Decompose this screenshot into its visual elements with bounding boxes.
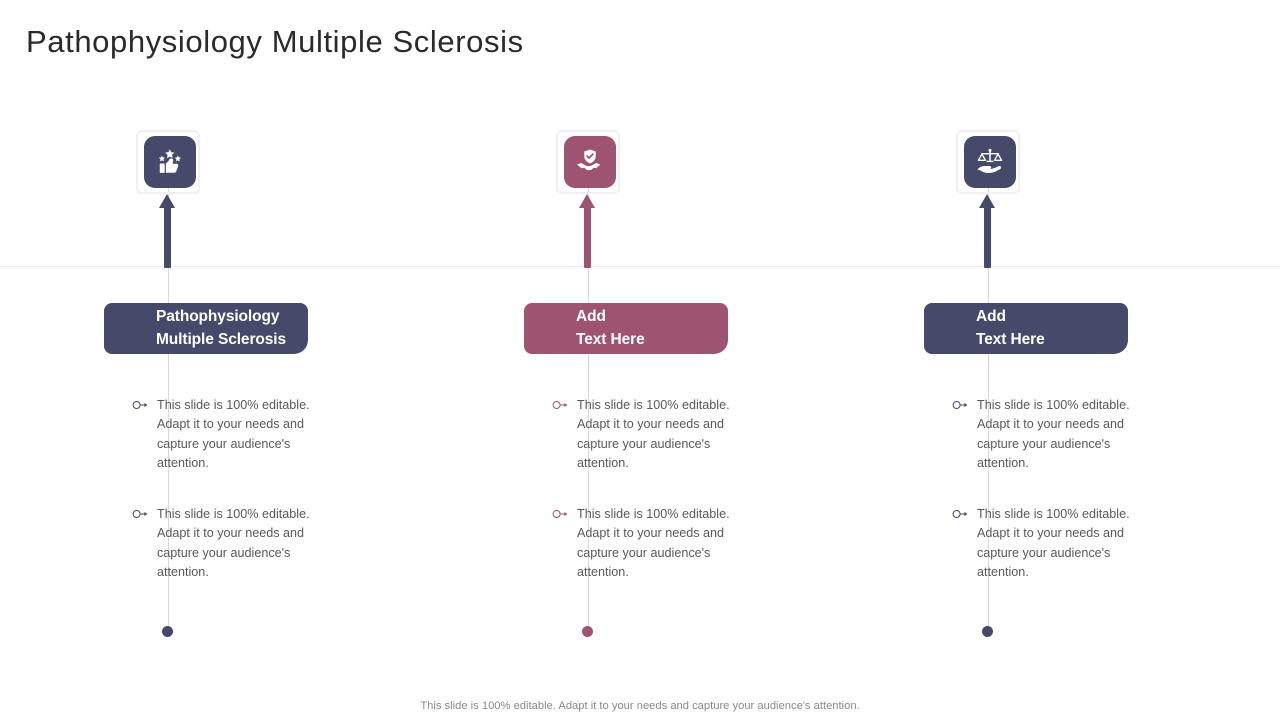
up-arrow-head [159, 194, 175, 208]
horizontal-divider [0, 266, 1280, 267]
timeline-column: Pathophysiology Multiple Sclerosis This … [0, 0, 310, 720]
up-arrow-shaft [584, 206, 591, 268]
list-item-text: This slide is 100% editable. Adapt it to… [577, 507, 730, 579]
page-title: Pathophysiology Multiple Sclerosis [26, 24, 524, 59]
banner-line-1: Add [976, 308, 1006, 326]
timeline-column: Add Text Here This slide is 100% editabl… [388, 0, 730, 720]
up-arrow-shaft [164, 206, 171, 268]
up-arrow-shaft [984, 206, 991, 268]
connector-line [168, 176, 169, 636]
banner-line-2: Text Here [576, 330, 645, 348]
icon-frame [956, 130, 1020, 194]
circle-arrow-bullet-icon [552, 507, 568, 519]
end-dot [582, 626, 593, 637]
end-dot [982, 626, 993, 637]
footer-note: This slide is 100% editable. Adapt it to… [420, 700, 860, 712]
circle-arrow-bullet-icon [552, 398, 568, 410]
up-arrow-head [579, 194, 595, 208]
end-dot [162, 626, 173, 637]
circle-arrow-bullet-icon [952, 507, 968, 519]
list-item-text: This slide is 100% editable. Adapt it to… [977, 398, 1130, 470]
circle-arrow-bullet-icon [952, 398, 968, 410]
banner-line-1: Pathophysiology [156, 308, 280, 326]
connector-line [988, 176, 989, 636]
circle-arrow-bullet-icon [132, 398, 148, 410]
column-banner[interactable]: Add Text Here [924, 303, 1128, 354]
icon-frame [556, 130, 620, 194]
thumbs-up-stars-icon [155, 147, 185, 177]
list-item-text: This slide is 100% editable. Adapt it to… [157, 507, 310, 579]
banner-line-2: Multiple Sclerosis [156, 330, 286, 348]
icon-tile[interactable] [964, 136, 1016, 188]
list-item-text: This slide is 100% editable. Adapt it to… [977, 507, 1130, 579]
list-item-text: This slide is 100% editable. Adapt it to… [157, 398, 310, 470]
column-banner[interactable]: Pathophysiology Multiple Sclerosis [104, 303, 308, 354]
hand-balance-scales-icon [975, 147, 1005, 177]
icon-tile[interactable] [564, 136, 616, 188]
banner-line-1: Add [576, 308, 606, 326]
list-item-text: This slide is 100% editable. Adapt it to… [577, 398, 730, 470]
connector-line [588, 176, 589, 636]
timeline-column: Add Text Here This slide is 100% editabl… [788, 0, 1130, 720]
circle-arrow-bullet-icon [132, 507, 148, 519]
icon-frame [136, 130, 200, 194]
icon-tile[interactable] [144, 136, 196, 188]
handshake-shield-icon [575, 147, 605, 177]
up-arrow-head [979, 194, 995, 208]
column-banner[interactable]: Add Text Here [524, 303, 728, 354]
banner-line-2: Text Here [976, 330, 1045, 348]
